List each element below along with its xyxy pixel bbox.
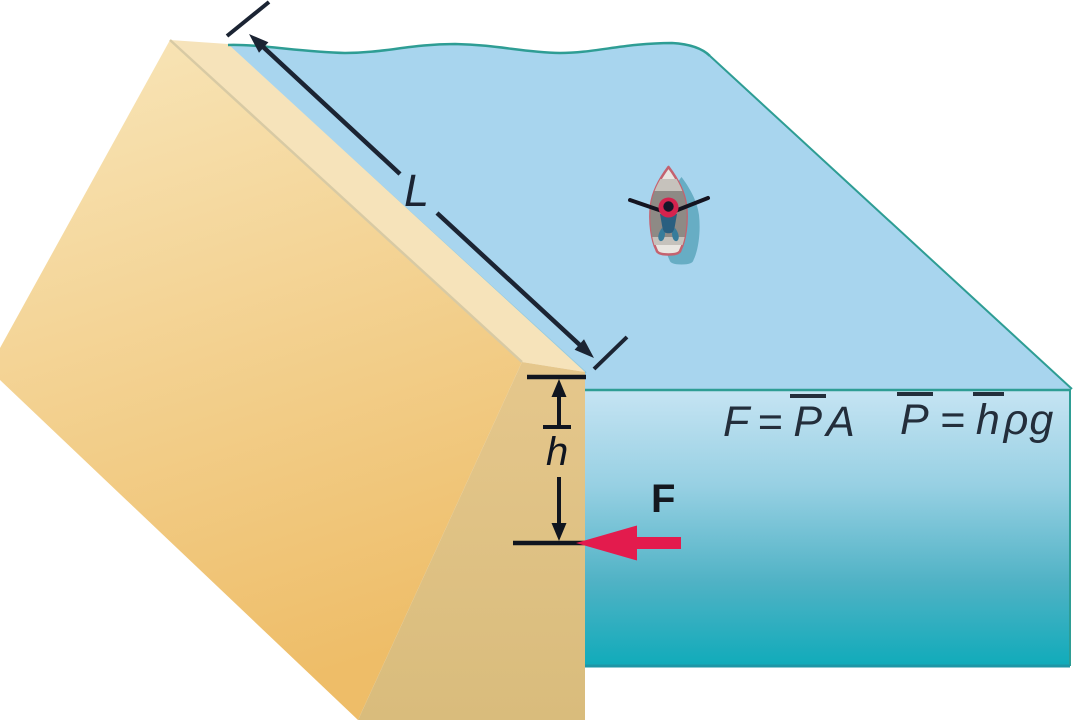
formula-pressure-equation: P=hρg: [897, 392, 1054, 445]
length-tick-near: [592, 335, 629, 371]
water-surface-right-outline: [709, 55, 1073, 390]
dam-sloped-face: [0, 40, 522, 720]
rower-body: [660, 214, 677, 234]
label-length: L: [404, 165, 430, 216]
boat-bow-thwart: [650, 179, 687, 191]
label-force: F: [651, 477, 676, 521]
boat-stern-thwart: [650, 237, 687, 245]
length-arrowhead-near: [574, 339, 594, 358]
length-arrow-shaft-lower: [435, 211, 584, 349]
dam-front-face: [358, 362, 585, 720]
average-pressure-symbol: P: [790, 394, 827, 444]
rower-head: [663, 201, 674, 212]
h-bar-symbol: h: [543, 425, 572, 472]
depth-arrowhead-up: [551, 379, 567, 397]
label-average-depth: h: [543, 425, 572, 475]
length-arrowhead-far: [249, 34, 269, 53]
average-depth-symbol: h: [972, 392, 1004, 442]
oar-left: [628, 198, 664, 213]
force-arrow: [576, 525, 681, 561]
water-front-face: [585, 389, 1071, 666]
oar-right: [673, 196, 710, 213]
density-symbol: ρ: [1003, 396, 1030, 444]
area-symbol: A: [826, 398, 856, 446]
dam-crest-face: [170, 40, 585, 372]
length-tick-far: [225, 0, 271, 38]
rower-leg-left: [658, 228, 665, 242]
equals-sign: =: [757, 398, 784, 446]
gravity-symbol: g: [1029, 396, 1055, 444]
equals-sign: =: [939, 396, 966, 444]
force-symbol: F: [723, 398, 751, 446]
rowboat-top-view-icon: [628, 165, 710, 265]
rower-leg-right: [672, 228, 679, 242]
length-arrow-shaft-upper: [259, 43, 402, 176]
depth-dimension: [513, 374, 586, 546]
depth-arrowhead-down: [551, 523, 567, 541]
water-surface-wavy-outline: [227, 41, 711, 57]
length-dimension: [225, 0, 629, 371]
dam-crest-edge-line: [169, 39, 523, 363]
formula-force-equation: F=PA: [723, 394, 856, 447]
average-pressure-symbol: P: [897, 392, 933, 442]
